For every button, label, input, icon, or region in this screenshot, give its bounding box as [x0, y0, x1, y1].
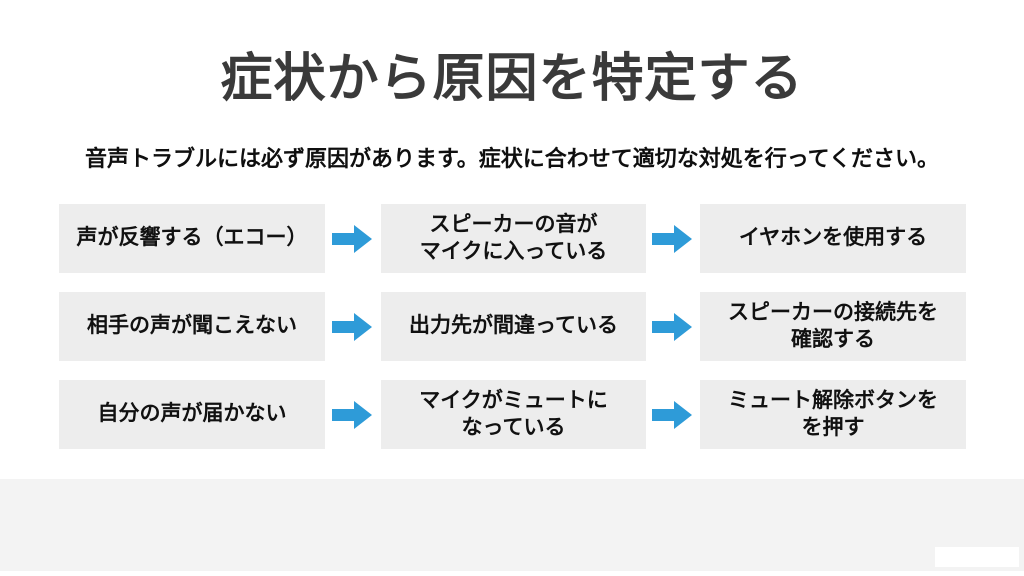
remedy-box-check-speaker-connection: スピーカーの接続先を 確認する — [700, 292, 966, 361]
arrow-right-icon — [652, 401, 692, 429]
symptom-box-echo: 声が反響する（エコー） — [59, 204, 325, 273]
arrow-right-icon — [652, 313, 692, 341]
footer-band — [0, 479, 1024, 571]
arrow-right-icon — [332, 401, 372, 429]
watermark-cover — [935, 547, 1019, 567]
symptom-box-voice-not-reaching: 自分の声が届かない — [59, 380, 325, 449]
remedy-box-use-earphones: イヤホンを使用する — [700, 204, 966, 273]
cause-box-speaker-feedback: スピーカーの音が マイクに入っている — [381, 204, 646, 273]
arrow-right-icon — [652, 225, 692, 253]
remedy-box-press-unmute: ミュート解除ボタンを を押す — [700, 380, 966, 449]
arrow-right-icon — [332, 313, 372, 341]
symptom-box-cannot-hear: 相手の声が聞こえない — [59, 292, 325, 361]
page-title: 症状から原因を特定する — [220, 50, 804, 108]
cause-box-mic-muted: マイクがミュートに なっている — [381, 380, 646, 449]
cause-box-wrong-output: 出力先が間違っている — [381, 292, 646, 361]
arrow-right-icon — [332, 225, 372, 253]
page-subtitle: 音声トラブルには必ず原因があります。症状に合わせて適切な対処を行ってください。 — [84, 146, 940, 171]
